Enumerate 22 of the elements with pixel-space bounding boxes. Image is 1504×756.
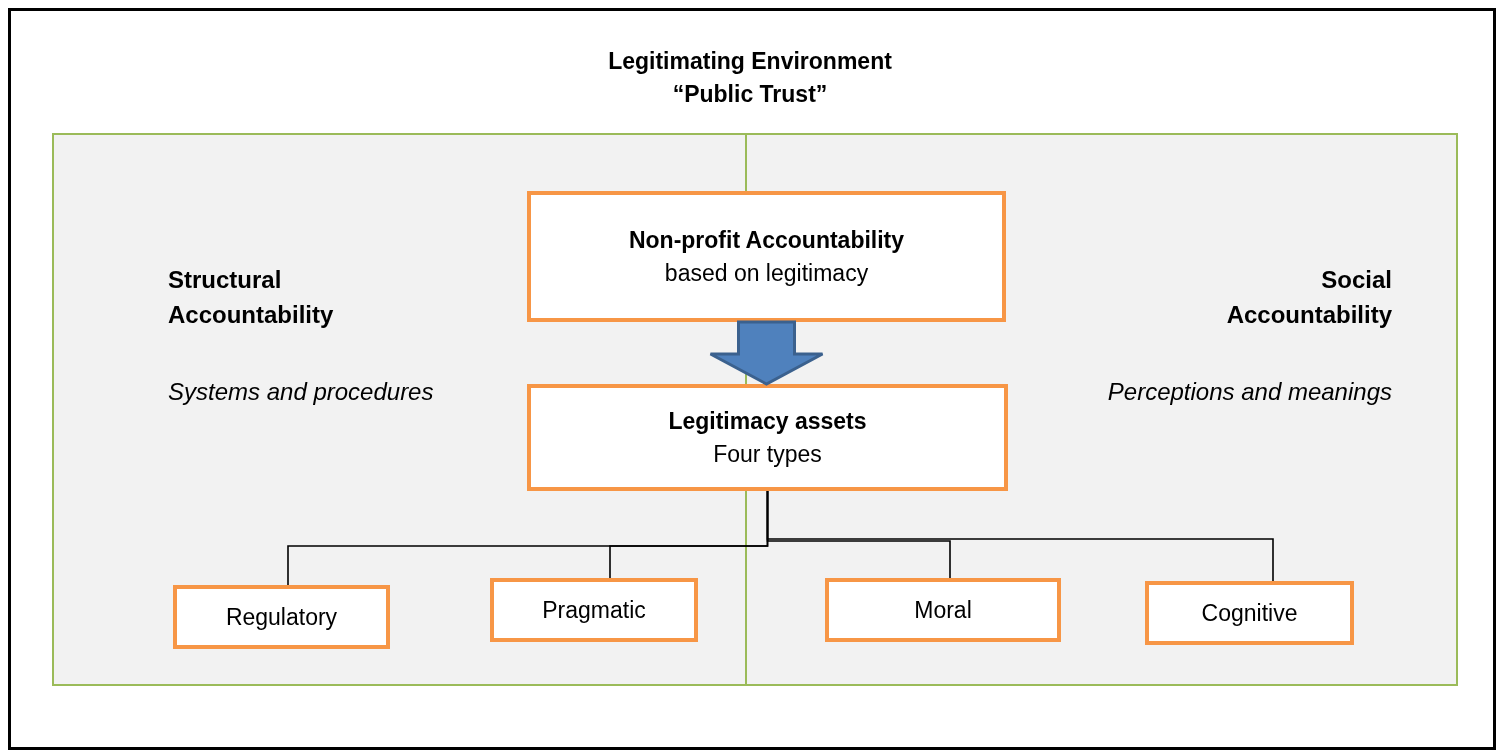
concept-box [173,585,390,649]
box-heading: Non-profit Accountability [628,226,905,256]
concept-box [527,191,1006,322]
diagram-frame [8,8,1496,750]
block-arrow [709,320,824,386]
concept-box [490,578,698,642]
box-text: Four types [713,439,822,469]
box-heading: Legitimacy assets [668,407,867,437]
heading: Legitimating Environment “Public Trust” [607,47,893,110]
concept-box [1145,581,1354,645]
connector-line [766,490,1274,582]
panel-subtitle: Perceptions and meanings [1106,377,1392,407]
box-text: Cognitive [1201,598,1298,628]
panel-subtitle: Systems and procedures [168,377,435,407]
box-text: Regulatory [225,602,338,632]
panel-heading: Social Accountability [1225,265,1392,330]
concept-box [825,578,1061,642]
box-text: based on legitimacy [664,258,869,288]
panel-heading: Structural Accountability [168,265,335,330]
box-text: Pragmatic [542,595,646,625]
concept-box [527,384,1008,491]
box-text: Moral [914,595,972,625]
